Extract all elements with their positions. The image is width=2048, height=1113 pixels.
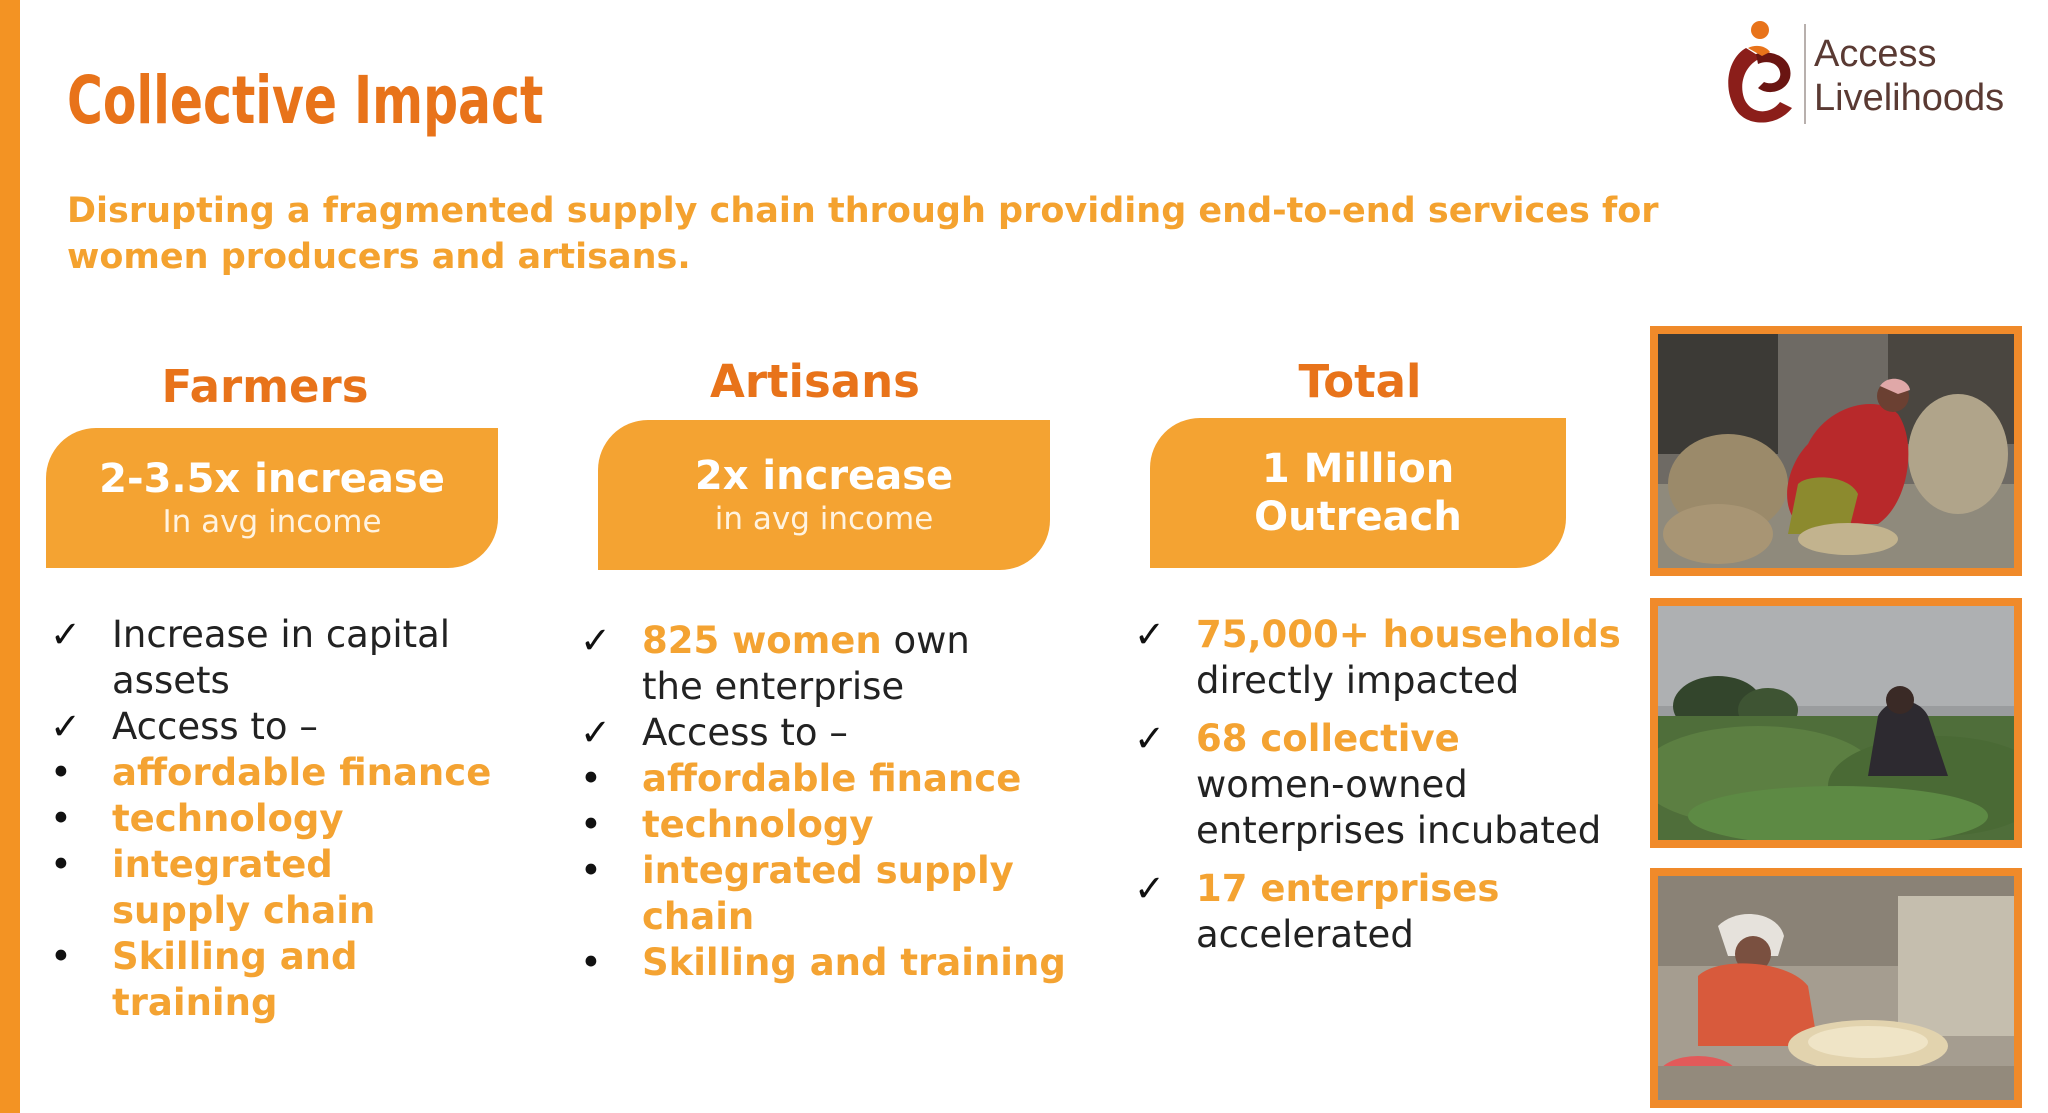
total-card-line-1: 1 Million [1261,446,1455,492]
list-item: •integrated supply chain [580,849,1014,938]
list-item: •Skilling and training [580,941,1066,984]
bullet-icon: • [50,843,72,886]
farmers-income-card: 2-3.5x increase In avg income [46,428,498,568]
check-icon: ✓ [1134,717,1166,760]
logo-mark-icon [1728,21,1792,123]
bullet-icon: • [50,751,72,794]
artisans-card-main: 2x increase [694,453,954,499]
list-item: •technology [50,797,344,840]
check-icon: ✓ [1134,613,1166,656]
logo-wordmark: Access Livelihoods [1814,32,2004,120]
total-heading: Total [1298,355,1422,408]
artisans-income-card: 2x increase in avg income [598,420,1050,570]
check-icon: ✓ [1134,867,1166,910]
logo-line-2: Livelihoods [1814,77,2005,119]
list-item: ✓Access to – [50,705,318,748]
list-item: •technology [580,803,874,846]
list-item: ✓825 women own the enterprise [580,619,970,708]
farmers-heading: Farmers [161,360,369,413]
access-livelihoods-logo: Access Livelihoods [1718,18,2028,130]
logo-line-1: Access [1814,33,1937,75]
list-item: ✓Increase in capital assets [50,613,451,702]
page-title: Collective Impact [67,62,544,139]
bullet-icon: • [580,757,602,800]
farmers-card-sub: In avg income [162,504,382,540]
farmers-card-main: 2-3.5x increase [99,456,445,502]
bullet-icon: • [50,935,72,978]
woman-sorting-grain-photo [1650,326,2022,576]
bullet-icon: • [50,797,72,840]
page-subtitle: Disrupting a fragmented supply chain thr… [67,191,1659,277]
woman-in-field-photo [1650,598,2022,848]
list-item: •integrated supply chain [50,843,376,932]
logo-divider [1804,24,1806,124]
bullet-icon: • [580,849,602,892]
check-icon: ✓ [580,619,612,662]
check-icon: ✓ [50,613,82,656]
bullet-icon: • [580,803,602,846]
left-accent-bar [0,0,20,1113]
woman-sifting-flour-photo [1650,868,2022,1108]
check-icon: ✓ [580,711,612,754]
artisans-heading: Artisans [710,355,920,408]
artisans-card-sub: in avg income [714,501,934,537]
list-item: ✓Access to – [580,711,848,754]
artisans-list: ✓825 women own the enterprise ✓Access to… [580,618,1100,986]
bullet-icon: • [580,941,602,984]
total-card-line-2: Outreach [1254,494,1462,540]
check-icon: ✓ [50,705,82,748]
farmers-list: ✓Increase in capital assets ✓Access to –… [50,612,510,1026]
list-item: •Skilling and training [50,935,358,1024]
total-outreach-card: 1 Million Outreach [1150,418,1566,568]
list-item: •affordable finance [580,757,1022,800]
list-item: •affordable finance [50,751,492,794]
